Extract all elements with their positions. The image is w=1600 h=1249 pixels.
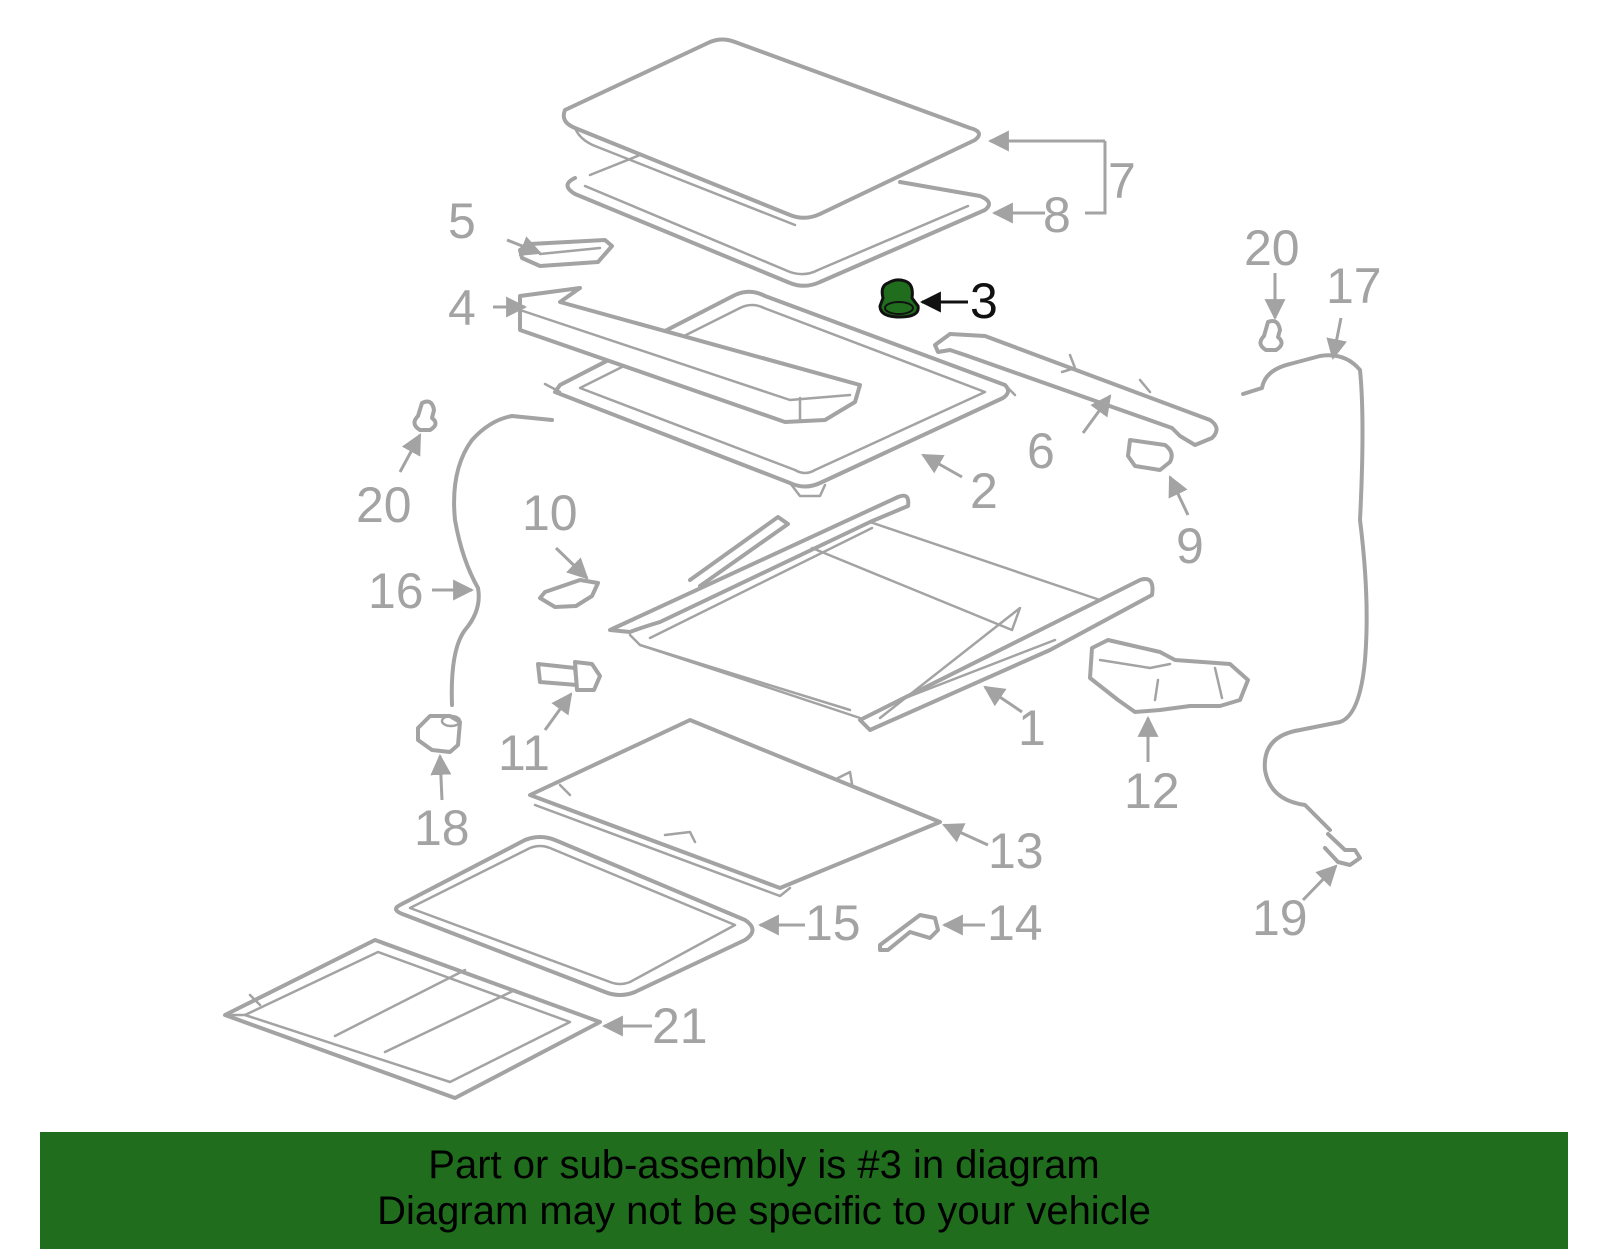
callout-20-right[interactable]: 20 (1244, 220, 1300, 276)
banner-line-1: Part or sub-assembly is #3 in diagram (428, 1143, 1100, 1187)
callout-13[interactable]: 13 (988, 823, 1044, 879)
clip-part-20-right (1258, 319, 1284, 352)
callout-18[interactable]: 18 (414, 800, 470, 856)
clip-part-20-left (412, 399, 438, 432)
callout-19[interactable]: 19 (1252, 890, 1308, 946)
callout-9[interactable]: 9 (1176, 518, 1204, 574)
drain-hose-part-17 (1241, 353, 1369, 832)
leader-lines (398, 130, 1348, 1037)
info-banner: Part or sub-assembly is #3 in diagram Di… (40, 1132, 1568, 1249)
callout-21[interactable]: 21 (652, 998, 708, 1054)
callout-2[interactable]: 2 (970, 463, 998, 519)
callout-3-highlighted[interactable]: 3 (970, 273, 998, 329)
callout-6[interactable]: 6 (1027, 423, 1055, 479)
banner-line-2: Diagram may not be specific to your vehi… (377, 1189, 1151, 1233)
callout-20-left[interactable]: 20 (356, 477, 412, 533)
bracket-part-5 (518, 238, 614, 268)
frame-part-21 (223, 938, 602, 1100)
callout-7[interactable]: 7 (1108, 153, 1136, 209)
callout-12[interactable]: 12 (1124, 763, 1180, 819)
callout-10[interactable]: 10 (522, 485, 578, 541)
callout-5[interactable]: 5 (448, 193, 476, 249)
glass-panel-part-7 (561, 37, 981, 227)
channel-part-6 (933, 332, 1219, 447)
sunroof-parts-diagram: 7 8 5 4 3 6 2 9 20 20 17 10 16 11 1 12 1… (223, 37, 1382, 1100)
sunroof-frame-part-2 (543, 289, 1017, 498)
housing-part-1 (608, 493, 1155, 732)
clip-part-3-highlighted (878, 278, 920, 319)
callout-16[interactable]: 16 (368, 563, 424, 619)
seal-part-15 (394, 835, 755, 997)
hose-end-part-19 (1323, 832, 1362, 867)
deflector-part-4 (518, 286, 862, 424)
callout-11[interactable]: 11 (498, 725, 550, 781)
hose-connector-part-18 (416, 714, 462, 754)
callout-17[interactable]: 17 (1326, 258, 1382, 314)
motor-part-12 (1088, 638, 1250, 714)
handle-part-14 (878, 913, 940, 952)
callout-14[interactable]: 14 (987, 895, 1043, 951)
sunshade-part-13 (528, 718, 942, 898)
callout-15[interactable]: 15 (805, 895, 861, 951)
callout-4[interactable]: 4 (448, 280, 476, 336)
bolt-part-11 (536, 660, 602, 692)
drain-hose-part-16 (449, 414, 554, 707)
glass-seal-part-8 (565, 153, 991, 288)
bracket-part-10 (538, 578, 600, 609)
callout-1[interactable]: 1 (1018, 700, 1046, 756)
callout-8[interactable]: 8 (1043, 187, 1071, 243)
pad-part-9 (1126, 438, 1174, 472)
